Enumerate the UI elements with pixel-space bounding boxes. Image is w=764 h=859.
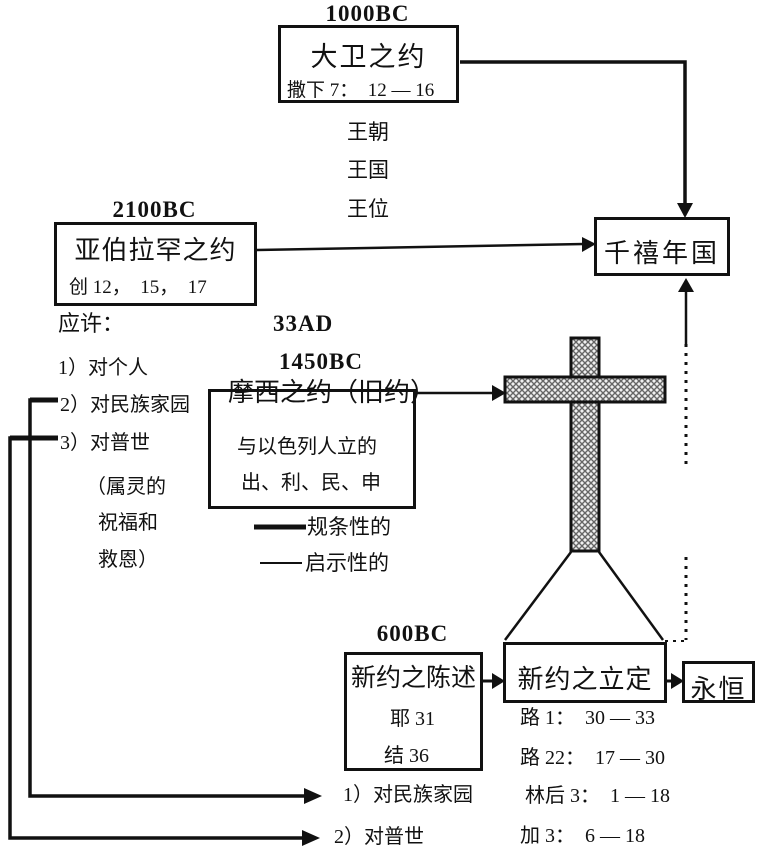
- mosaic-covenant-box: 摩西之约（旧约） 与以色列人立的 出、利、民、申: [208, 378, 436, 509]
- davidic-ref: 撒下 7： 12 — 16: [287, 80, 435, 101]
- promise-item-1: 1）对个人: [58, 357, 148, 379]
- abrahamic-covenant-box: 亚伯拉罕之约 创 12， 15， 17: [54, 222, 257, 306]
- abrahamic-title: 亚伯拉罕之约: [74, 236, 237, 265]
- cross-funnel: [504, 551, 665, 641]
- bottom-arrow1-ref: 林后 3： 1 — 18: [525, 785, 670, 807]
- davidic-to-millennial-connector: [460, 60, 693, 218]
- dotted-riser-to-millennial: [678, 278, 694, 466]
- stated-title: 新约之陈述: [350, 665, 476, 692]
- mosaic-line2: 出、利、民、申: [241, 472, 381, 494]
- legend-thick-label: 规条性的: [307, 515, 391, 539]
- promise-item-2: 2）对民族家园: [60, 394, 190, 416]
- stated-ref-1: 耶 31: [390, 708, 435, 730]
- kingdom-term-throne: 王位: [347, 197, 389, 221]
- mosaic-to-cross-connector: [414, 385, 506, 401]
- abrahamic-ref: 创 12， 15， 17: [69, 277, 207, 298]
- promise-note-3: 救恩）: [98, 549, 158, 571]
- new-covenant-established-box: 新约之立定: [503, 642, 667, 703]
- promises-heading: 应许：: [58, 311, 125, 336]
- promise3-bracket-connector: [8, 435, 320, 846]
- promise-note-2: 祝福和: [98, 512, 158, 534]
- kingdom-term-kingdom: 王国: [347, 158, 389, 182]
- promise-note-1: （属灵的: [86, 476, 166, 498]
- date-1450bc: 1450BC: [279, 349, 363, 374]
- abrahamic-to-millennial-connector: [256, 237, 596, 252]
- abrahamic-date: 2100BC: [112, 197, 197, 222]
- established-ref-1: 路 1： 30 — 33: [520, 707, 655, 729]
- eternity-title: 永恒: [690, 675, 747, 704]
- dotted-riser-lower-segment: [665, 557, 688, 642]
- davidic-covenant-box: 大卫之约 撒下 7： 12 — 16: [278, 25, 459, 103]
- established-title: 新约之立定: [517, 665, 653, 694]
- bottom-arrow1-label: 1）对民族家园: [343, 784, 473, 806]
- promise2-bracket-connector: [28, 397, 322, 804]
- millennial-kingdom-box: 千禧年国: [594, 217, 730, 276]
- millennial-title: 千禧年国: [603, 239, 720, 268]
- stated-to-established-connector: [482, 673, 505, 689]
- davidic-title: 大卫之约: [310, 42, 427, 72]
- stated-date: 600BC: [376, 621, 449, 646]
- new-covenant-stated-box: 新约之陈述 耶 31 结 36: [344, 652, 483, 771]
- kingdom-term-dynasty: 王朝: [347, 120, 389, 144]
- established-ref-2: 路 22： 17 — 30: [520, 747, 665, 769]
- established-to-eternity-connector: [666, 673, 684, 689]
- mosaic-line1: 与以色列人立的: [237, 436, 377, 458]
- legend-thin-label: 启示性的: [305, 551, 389, 575]
- mosaic-title: 摩西之约（旧约）: [228, 378, 437, 407]
- eternity-box: 永恒: [682, 661, 755, 704]
- bottom-arrow2-label: 2）对普世: [334, 826, 424, 848]
- stated-ref-2: 结 36: [384, 745, 429, 767]
- davidic-date: 1000BC: [325, 1, 410, 26]
- promise-item-3: 3）对普世: [60, 432, 150, 454]
- cross-shape: [503, 336, 667, 553]
- date-33ad: 33AD: [273, 311, 334, 336]
- bottom-arrow2-ref: 加 3： 6 — 18: [520, 825, 645, 847]
